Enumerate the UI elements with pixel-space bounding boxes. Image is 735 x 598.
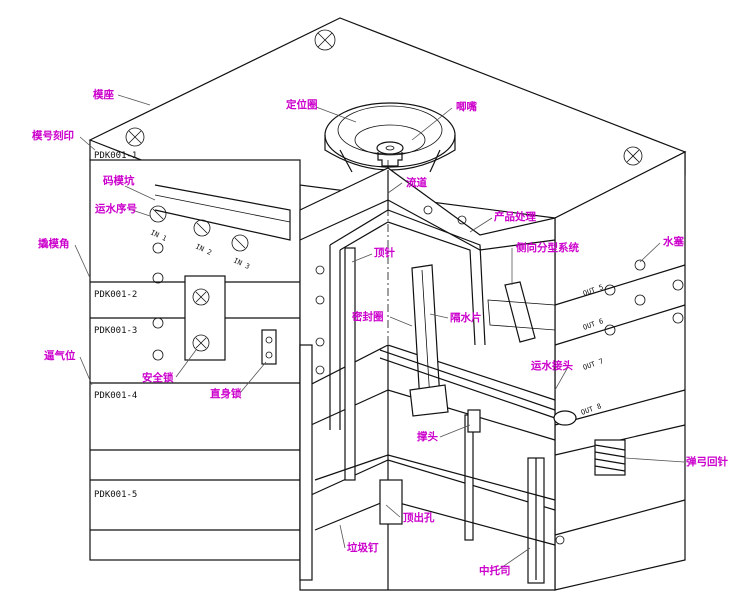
plate-label-4: PDK001-4 [94, 391, 137, 401]
label-runner: 流道 [406, 176, 427, 189]
label-baffle: 隔水片 [450, 311, 482, 324]
label-spring-return: 弹弓回针 [686, 455, 728, 468]
label-locating-ring: 定位圈 [285, 98, 318, 111]
label-straight-lock: 直身锁 [210, 387, 242, 400]
label-mold-base: 模座 [93, 88, 114, 101]
plate-label-1: PDK001-1 [94, 151, 137, 161]
label-plug: 水塞 [662, 235, 684, 248]
label-seal-ring: 密封圈 [352, 310, 384, 323]
label-nozzle: 唧嘴 [456, 100, 477, 113]
water-inlet-icon [149, 205, 249, 252]
plate-label-3: PDK001-3 [94, 326, 137, 336]
label-mold-number: 模号刻印 [32, 129, 74, 142]
label-product: 产品处理 [494, 210, 536, 223]
label-pry-slot: 码模坑 [103, 174, 135, 187]
label-center-post: 中托司 [479, 564, 511, 577]
label-water-connector: 运水接头 [531, 359, 573, 372]
cutaway-interior [299, 160, 626, 591]
label-vent: 逼气位 [44, 349, 76, 362]
guide-bushing-icon [623, 146, 643, 166]
straight-lock-block [261, 329, 277, 365]
label-side-parting: 侧向分型系统 [516, 241, 579, 254]
label-puller-pin: 垃圾钉 [347, 541, 379, 554]
right-face [554, 151, 686, 591]
label-water-number: 运水序号 [95, 202, 137, 215]
guide-bushing-icon [125, 127, 145, 147]
safety-lock-block [184, 275, 226, 361]
label-pry-corner: 撬模角 [38, 237, 70, 250]
plate-label-2: PDK001-2 [94, 290, 137, 300]
label-ejector-hole: 顶出孔 [403, 511, 435, 524]
guide-bushing-icon [314, 29, 336, 51]
label-safety-lock: 安全锁 [142, 371, 174, 384]
leader-lines [74, 94, 685, 571]
spring-coil [594, 439, 626, 476]
screw-hole-icon [152, 205, 684, 545]
label-ejector-pin: 顶针 [374, 246, 395, 259]
plate-label-5: PDK001-5 [94, 490, 137, 500]
sprue-bushing [376, 141, 404, 167]
label-support-head: 撑头 [417, 430, 438, 443]
